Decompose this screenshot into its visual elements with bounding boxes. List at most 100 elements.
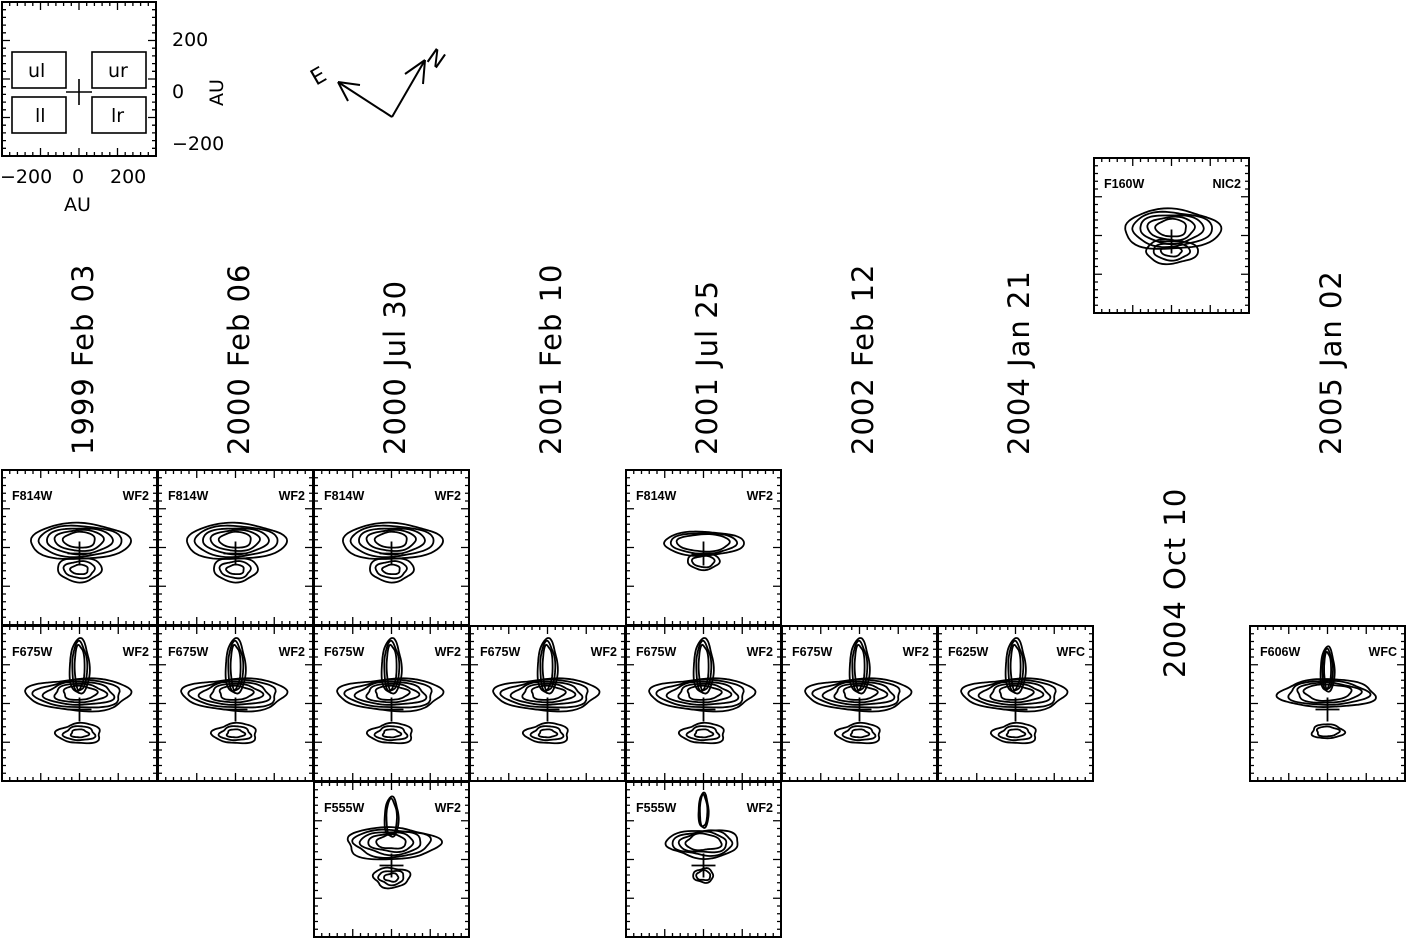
contour-line bbox=[71, 639, 89, 692]
contour-line bbox=[57, 557, 103, 584]
contour-line bbox=[1159, 245, 1183, 258]
frame-ticks bbox=[1, 625, 158, 782]
quadrant-box-1 bbox=[91, 51, 147, 89]
contour-line bbox=[537, 728, 559, 739]
panel-camera-label: NIC2 bbox=[1213, 177, 1242, 191]
panel-filter-label: F814W bbox=[12, 489, 52, 503]
contour-line bbox=[686, 684, 723, 701]
star-position-cross bbox=[691, 697, 716, 722]
contour-line bbox=[374, 684, 411, 701]
date-label-2: 2000 Feb 06 bbox=[222, 264, 256, 456]
key-y-tick-bottom: −200 bbox=[172, 133, 224, 155]
compass-north-label: N bbox=[422, 44, 450, 74]
contour-line bbox=[217, 530, 252, 549]
panel-filter-label: F814W bbox=[636, 489, 676, 503]
contour-line bbox=[367, 831, 415, 854]
panel-filter-label: F675W bbox=[12, 645, 52, 659]
contour-line bbox=[353, 680, 428, 706]
contour-line bbox=[73, 643, 86, 692]
contour-line bbox=[1146, 215, 1196, 242]
compass-north-arrow bbox=[391, 59, 426, 118]
contour-line bbox=[821, 680, 896, 706]
panel-camera-label: WF2 bbox=[435, 489, 461, 503]
star-position-cross bbox=[223, 541, 248, 566]
panel-camera-label: WF2 bbox=[591, 645, 617, 659]
contour-line bbox=[1302, 683, 1353, 702]
contour-line bbox=[989, 721, 1037, 745]
contour-line bbox=[669, 532, 739, 556]
contour-line bbox=[383, 872, 400, 883]
star-position-cross bbox=[691, 853, 716, 878]
contour-line bbox=[187, 678, 277, 709]
contour-line bbox=[499, 678, 589, 709]
frame-ticks bbox=[1, 1, 157, 157]
contour-line bbox=[492, 677, 601, 713]
contour-line bbox=[68, 637, 91, 695]
contour-line bbox=[381, 563, 401, 575]
nebula-contours bbox=[336, 637, 445, 745]
contour-line bbox=[648, 677, 757, 713]
contour-line bbox=[693, 728, 715, 739]
contour-line bbox=[697, 643, 710, 692]
nebula-contours bbox=[180, 637, 289, 745]
panel-filter-label: F675W bbox=[168, 645, 208, 659]
contour-line bbox=[381, 728, 403, 739]
contour-line bbox=[1004, 637, 1027, 695]
contour-line bbox=[655, 678, 745, 709]
contour-line bbox=[229, 643, 242, 692]
star-position-cross bbox=[223, 697, 248, 722]
contour-line bbox=[1152, 242, 1192, 262]
contour-line bbox=[977, 680, 1052, 706]
contour-line bbox=[373, 530, 408, 549]
frame-ticks bbox=[781, 625, 938, 782]
key-x-axis-label: AU bbox=[64, 194, 91, 216]
contour-line bbox=[218, 684, 255, 701]
nebula-contours bbox=[492, 637, 601, 745]
date-label-9: 2005 Jan 02 bbox=[1314, 270, 1348, 455]
contour-line bbox=[1007, 639, 1025, 692]
contour-line bbox=[1275, 678, 1377, 708]
contour-line bbox=[695, 639, 713, 692]
contour-line bbox=[225, 563, 245, 575]
compass-east-label: E bbox=[307, 63, 332, 92]
panel-camera-label: WF2 bbox=[747, 801, 773, 815]
contour-line bbox=[61, 725, 97, 742]
contour-line bbox=[695, 869, 712, 882]
nebula-contours bbox=[960, 637, 1069, 745]
frame-ticks bbox=[313, 781, 470, 938]
date-label-1: 1999 Feb 03 bbox=[66, 264, 100, 456]
contour-line bbox=[343, 678, 433, 709]
contour-line bbox=[853, 643, 866, 692]
contour-line bbox=[989, 682, 1045, 704]
star-position-cross bbox=[1003, 697, 1028, 722]
star-position-cross bbox=[1159, 229, 1184, 254]
contour-line bbox=[369, 557, 415, 584]
contour-line bbox=[41, 680, 116, 706]
frame-ticks bbox=[157, 625, 314, 782]
contour-line bbox=[677, 682, 733, 704]
contour-line bbox=[69, 728, 91, 739]
panel-camera-label: WF2 bbox=[279, 645, 305, 659]
contour-line bbox=[53, 721, 101, 745]
contour-line bbox=[833, 721, 881, 745]
contour-line bbox=[664, 829, 739, 861]
observation-panel: F814W WF2 bbox=[1, 469, 158, 626]
nebula-contours bbox=[804, 637, 913, 745]
contour-line bbox=[62, 560, 96, 580]
panel-camera-label: WF2 bbox=[123, 489, 149, 503]
contour-line bbox=[336, 677, 445, 713]
date-label-5: 2001 Jul 25 bbox=[690, 280, 724, 455]
contour-line bbox=[180, 677, 289, 713]
key-y-tick-mid: 0 bbox=[172, 81, 184, 103]
frame-ticks bbox=[313, 625, 470, 782]
panel-filter-label: F160W bbox=[1104, 177, 1144, 191]
contour-line bbox=[841, 725, 877, 742]
contour-line bbox=[1139, 214, 1205, 246]
contour-line bbox=[375, 833, 407, 850]
panel-camera-label: WF2 bbox=[903, 645, 929, 659]
contour-line bbox=[69, 563, 89, 575]
